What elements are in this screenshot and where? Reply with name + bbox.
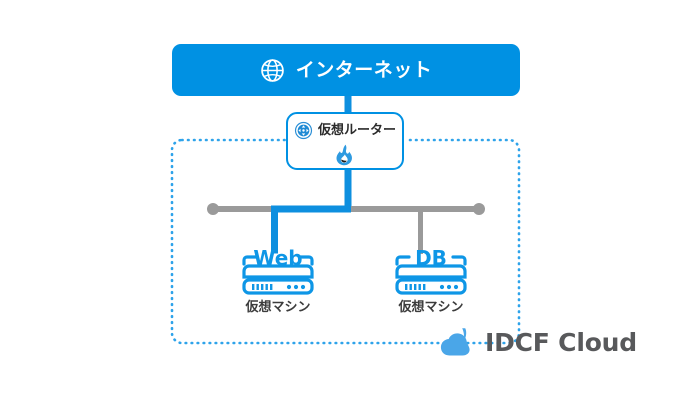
server-icon: Web <box>242 246 314 295</box>
bus-endpoint-right <box>473 203 485 215</box>
globe-icon <box>260 58 285 83</box>
link-bus-db <box>418 209 423 254</box>
vm-badge-db: DB <box>415 246 447 270</box>
vm-caption-db: 仮想マシン <box>398 300 464 315</box>
link-internet-router <box>344 94 352 114</box>
link-router-bus <box>344 168 352 210</box>
internet-label: インターネット <box>295 58 433 81</box>
server-icon: DB <box>395 246 467 295</box>
vm-caption-web: 仮想マシン <box>245 300 311 315</box>
flame-icon <box>332 143 358 169</box>
bus-active-segment <box>271 205 351 213</box>
vm-node-db: DB 仮想マシン <box>376 246 486 314</box>
idcf-logo-text: IDCF Cloud <box>485 327 637 357</box>
idcf-cloud-logo: IDCF Cloud <box>440 326 637 358</box>
virtual-router-box: 仮想ルーター <box>286 112 404 170</box>
router-title-row: 仮想ルーター <box>288 119 402 141</box>
cloud-bird-icon <box>440 326 478 358</box>
router-label: 仮想ルーター <box>317 122 396 138</box>
vm-node-web: Web 仮想マシン <box>223 246 333 314</box>
link-bus-web <box>271 205 278 254</box>
internet-banner: インターネット <box>172 44 520 96</box>
vm-badge-web: Web <box>253 246 302 270</box>
bus-endpoint-left <box>207 203 219 215</box>
router-icon <box>294 121 313 140</box>
